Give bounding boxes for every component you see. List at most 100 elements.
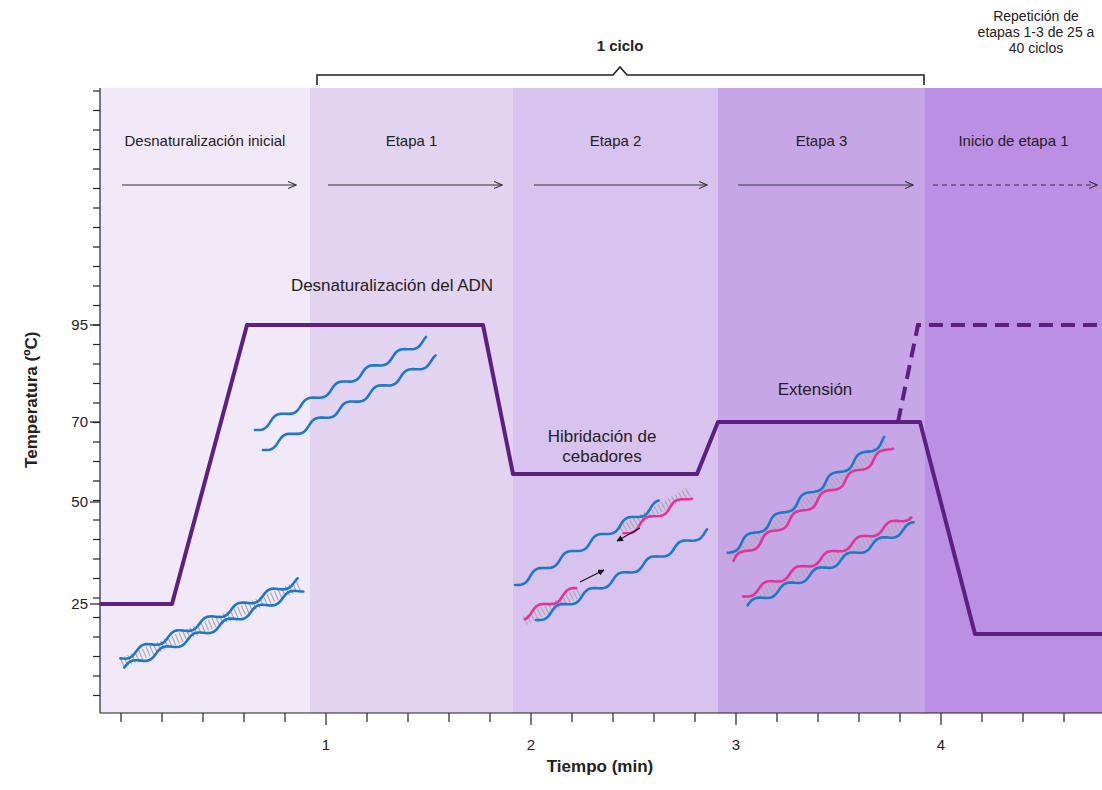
base-pair: [884, 528, 888, 537]
base-pair: [172, 636, 176, 645]
base-pair: [545, 605, 549, 613]
dna-strand: [734, 449, 893, 561]
base-pair: [887, 527, 891, 536]
dna-primed-strand: [523, 529, 707, 624]
stage-arrow: [738, 185, 913, 186]
base-pair: [831, 478, 837, 486]
dna-strand: [748, 522, 914, 605]
base-pair: [838, 473, 844, 481]
base-pair: [799, 501, 805, 509]
stage-title: Etapa 2: [513, 132, 718, 149]
axis-title: Tiempo (min): [500, 757, 700, 777]
base-pair: [658, 504, 662, 512]
stage-arrow: [933, 185, 1097, 186]
stage-title: Etapa 1: [310, 132, 513, 149]
base-pair: [862, 539, 866, 548]
dna-strand: [536, 529, 707, 620]
base-pair: [801, 568, 805, 577]
base-pair: [822, 558, 826, 567]
base-pair: [776, 518, 782, 526]
base-pair: [577, 589, 581, 597]
stage-band: Etapa 2: [513, 132, 718, 149]
stage-band: [310, 88, 513, 713]
base-pair: [744, 541, 750, 549]
stage-band: [513, 88, 718, 713]
temperature-profile: [100, 325, 1102, 634]
stage-band: [718, 88, 925, 713]
base-pair: [898, 521, 902, 530]
base-pair: [772, 582, 776, 591]
base-pair: [245, 604, 249, 613]
base-pair: [201, 623, 205, 632]
temperature-profile-next: [898, 325, 1102, 422]
base-pair: [804, 567, 808, 576]
base-pair: [765, 586, 769, 595]
base-pair: [139, 650, 143, 659]
base-pair: [866, 537, 870, 546]
base-pair: [142, 649, 146, 658]
base-pair: [146, 647, 150, 656]
dna-double-helix: [120, 578, 303, 667]
base-pair: [175, 634, 179, 643]
tick-label: 2: [511, 736, 551, 753]
tick-label: 50: [48, 493, 88, 510]
base-pair: [633, 518, 637, 526]
stage-band: Inicio de etapa 1: [925, 132, 1102, 149]
base-pair: [854, 461, 860, 469]
base-pair: [278, 589, 282, 598]
axis-title: Temperatura (ºC): [22, 280, 42, 520]
base-pair: [828, 480, 834, 488]
base-pair: [864, 454, 870, 462]
base-pair: [212, 618, 216, 627]
stage-arrow: [534, 185, 707, 186]
stage-band: [100, 88, 310, 713]
repeat-note: Repetición de etapas 1-3 de 25 a 40 cicl…: [973, 8, 1099, 56]
base-pair: [754, 534, 760, 542]
dna-primed-strand: [515, 489, 692, 585]
step-label: Extensión: [750, 380, 880, 400]
base-pair: [728, 553, 734, 561]
stage-arrow: [122, 185, 296, 186]
cycle-label: 1 ciclo: [560, 37, 680, 54]
base-pair: [809, 494, 815, 502]
stage-band: Etapa 3: [718, 132, 925, 149]
extension-arrow: [617, 528, 640, 541]
base-pair: [858, 541, 862, 550]
step-label: Desnaturalización del ADN: [227, 276, 557, 296]
stage-arrow: [328, 185, 502, 186]
stage-title: Desnaturalización inicial: [100, 132, 310, 149]
base-pair: [569, 593, 573, 601]
stage-title: Etapa 3: [718, 132, 925, 149]
base-pair: [794, 572, 798, 581]
base-pair: [534, 611, 538, 619]
base-pair: [802, 499, 808, 507]
base-pair: [654, 506, 658, 514]
tick-label: 95: [48, 316, 88, 333]
base-pair: [770, 522, 776, 530]
base-pair: [630, 520, 634, 528]
stage-band: [925, 88, 1102, 713]
base-pair: [768, 584, 772, 593]
step-label: Hibridación de cebadores: [522, 427, 682, 466]
extension-arrow: [580, 570, 604, 582]
base-pair: [780, 515, 786, 523]
dna-single-strand: [255, 337, 426, 430]
dna-double-helix: [728, 437, 893, 561]
base-pair: [826, 556, 830, 565]
base-pair: [891, 525, 895, 534]
base-pair: [761, 588, 765, 597]
base-pair: [747, 539, 753, 547]
base-pair: [830, 555, 834, 564]
dna-strand: [120, 578, 297, 658]
base-pair: [857, 459, 863, 467]
base-pair: [783, 513, 789, 521]
tick-label: 1: [306, 736, 346, 753]
tick-label: 4: [921, 736, 961, 753]
stage-band: Desnaturalización inicial: [100, 132, 310, 149]
base-pair: [686, 489, 690, 497]
dna-strand: [263, 355, 436, 450]
base-pair: [205, 621, 209, 630]
base-pair: [179, 633, 183, 642]
dna-strand: [624, 499, 692, 534]
